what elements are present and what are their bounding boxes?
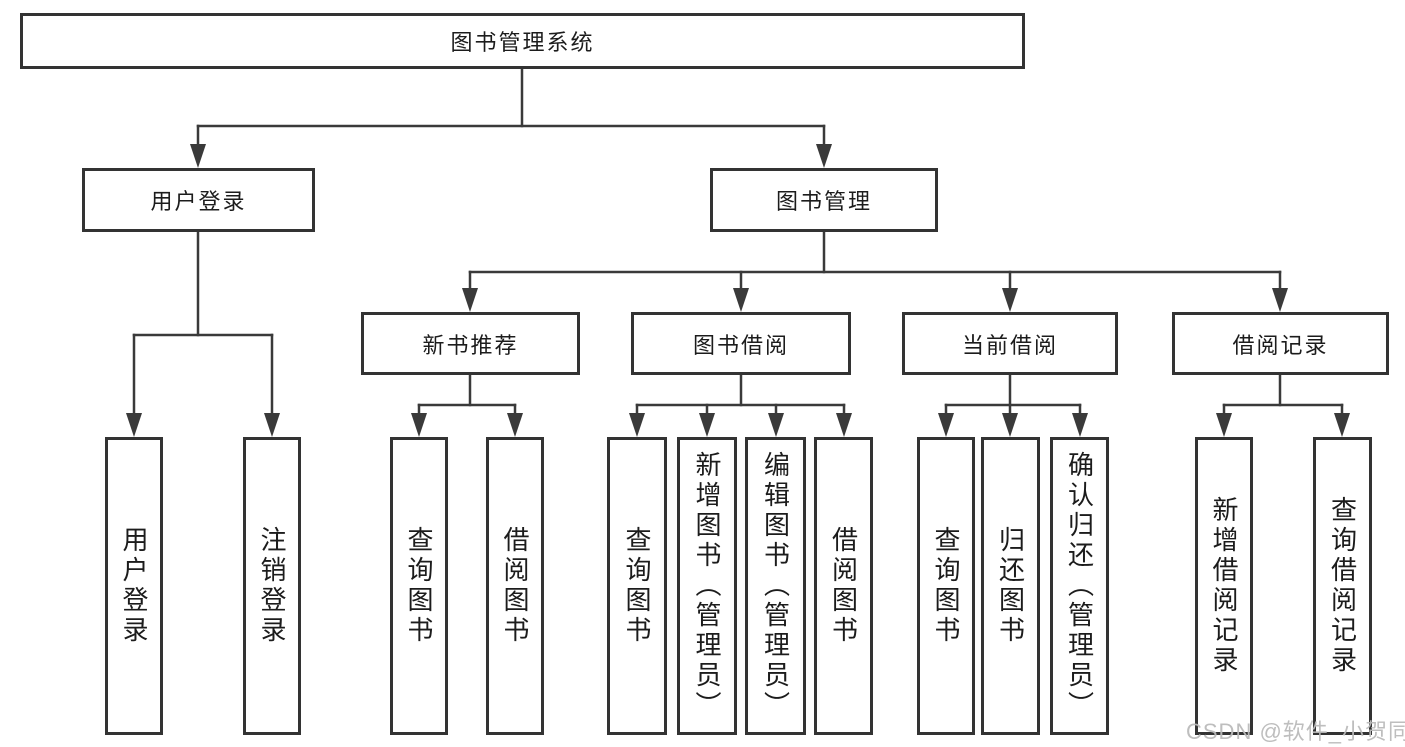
leaf-logout: 注销登录: [243, 437, 301, 735]
leaf-borrowing-query-books: 查询图书: [607, 437, 667, 735]
node-borrowing-records: 借阅记录: [1172, 312, 1389, 375]
leaf-records-query-record: 查询借阅记录: [1313, 437, 1372, 735]
leaf-current-query-books: 查询图书: [917, 437, 975, 735]
node-library-management-system: 图书管理系统: [20, 13, 1025, 69]
leaf-borrowing-borrow-books: 借阅图书: [814, 437, 873, 735]
node-current-borrowing: 当前借阅: [902, 312, 1118, 375]
connector-lines: [132, 67, 1344, 416]
leaf-borrowing-add-books-admin: 新增图书（管理员）: [677, 437, 737, 735]
leaf-current-confirm-return-admin: 确认归还（管理员）: [1050, 437, 1109, 735]
node-book-borrowing: 图书借阅: [631, 312, 851, 375]
leaf-recommend-query-books: 查询图书: [390, 437, 448, 735]
leaf-borrowing-edit-books-admin: 编辑图书（管理员）: [745, 437, 806, 735]
leaf-current-return-books: 归还图书: [981, 437, 1040, 735]
arrowheads: [126, 144, 1350, 437]
leaf-user-login: 用户登录: [105, 437, 163, 735]
leaf-records-add-record: 新增借阅记录: [1195, 437, 1253, 735]
leaf-recommend-borrow-books: 借阅图书: [486, 437, 544, 735]
node-new-book-recommend: 新书推荐: [361, 312, 580, 375]
watermark: CSDN @软件_小贺同学: [1186, 719, 1405, 744]
node-book-management: 图书管理: [710, 168, 938, 232]
node-user-login: 用户登录: [82, 168, 315, 232]
